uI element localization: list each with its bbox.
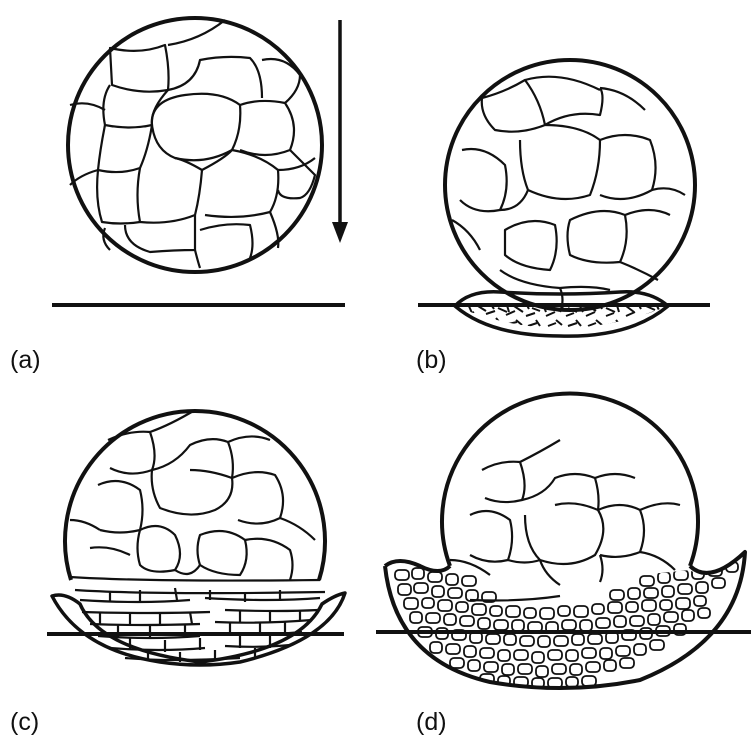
panel-label-c: (c) — [10, 708, 39, 736]
particle-d-outline — [442, 393, 698, 566]
deformation-zone-d — [395, 562, 738, 688]
panel-c — [47, 410, 345, 665]
panel-label-b: (b) — [416, 346, 447, 374]
panel-a — [52, 18, 348, 305]
particle-c-outline — [65, 411, 325, 580]
panel-d — [376, 393, 751, 688]
particle-b-outline — [445, 60, 695, 310]
panel-label-a: (a) — [10, 346, 41, 374]
particle-a-internal-grains — [70, 20, 315, 268]
crater-c-outline — [52, 593, 345, 665]
panel-label-d: (d) — [416, 708, 447, 736]
arrow-head — [332, 222, 348, 243]
panel-b — [418, 60, 710, 336]
